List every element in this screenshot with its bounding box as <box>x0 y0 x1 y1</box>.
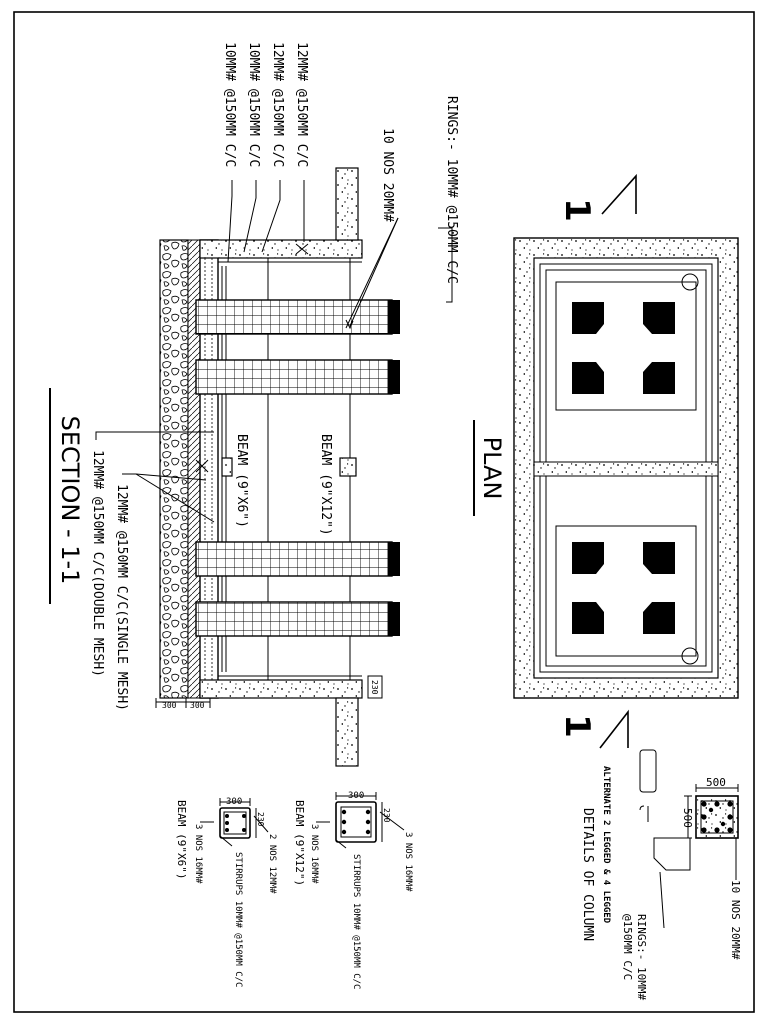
beam-small-dim-w: 300 <box>226 797 242 807</box>
plan-footing-top <box>555 281 697 411</box>
beam-small-title: BEAM (9"X6") <box>175 800 188 879</box>
column-detail: 500 500 10 NOS 20MM# RINGS:- 10MM# @150M… <box>580 749 742 1000</box>
column-detail-title: DETAILS OF COLUMN <box>580 808 595 941</box>
note-bars-20mm: 10 NOS 20MM# <box>380 128 395 222</box>
beam-detail-large: 300 230 3 NOS 16MM# 3 NOS 16MM# STIRRUPS… <box>293 791 413 989</box>
beam-detail-small: 300 230 2 NOS 12MM# 3 NOS 16MM# STIRRUPS… <box>175 797 277 987</box>
plan-footing-bottom <box>555 525 697 657</box>
note-double-mesh: 12MM# @150MM C/C(DOUBLE MESH) <box>90 450 105 677</box>
column-above-top <box>335 167 359 241</box>
dim-300-a: 300 <box>162 701 177 710</box>
column-dim-h: 500 <box>681 808 694 828</box>
note-12mm-b: 12MM# @150MM C/C <box>270 42 285 167</box>
svg-text:1: 1 <box>557 198 597 222</box>
section-view: SECTION - 1-1 BEAM (9"X12") BEAM (9"X6")… <box>49 42 459 767</box>
plan-center-beam <box>533 461 719 477</box>
beam-large-title: BEAM (9"X12") <box>293 800 306 886</box>
ring-shape-4legged <box>653 837 691 871</box>
section-marker-bottom: 1 <box>557 709 629 749</box>
beam-small-bottom-bars: 3 NOS 16MM# <box>193 824 203 884</box>
section-wall-top <box>199 239 363 259</box>
beam-large-dim-h: 230 <box>382 808 391 823</box>
beam-large-bottom-bars: 3 NOS 16MM# <box>309 824 319 884</box>
beam-section-small <box>221 457 233 477</box>
column-stub-3 <box>195 541 393 577</box>
plan-title: PLAN <box>478 437 506 500</box>
rings-note-2: @150MM C/C <box>621 914 634 980</box>
column-stub-1 <box>195 299 393 335</box>
beam-label-large: BEAM (9"X12") <box>318 434 333 536</box>
column-dim-w: 500 <box>706 776 726 789</box>
column-stub-4 <box>195 601 393 637</box>
beam-section-large <box>339 457 357 477</box>
section-wall-bottom <box>199 679 363 699</box>
column-above-bottom <box>335 697 359 767</box>
ring-shape-2legged <box>639 749 657 793</box>
note-single-mesh: 12MM# @150MM C/C(SINGLE MESH) <box>114 484 129 711</box>
rings-note-1: RINGS:- 10MM# <box>635 914 648 1000</box>
note-12mm-a: 12MM# @150MM C/C <box>294 42 309 167</box>
note-10mm-a: 10MM# @150MM C/C <box>246 42 261 167</box>
beam-large-dim-w: 300 <box>348 791 364 801</box>
sheet-border <box>13 11 755 1013</box>
beam-large-top-bars: 3 NOS 16MM# <box>403 832 413 892</box>
alt-legged-note: ALTERNATE 2 LEGGED & 4 LEGGED <box>601 766 611 924</box>
section-title: SECTION - 1-1 <box>56 416 84 585</box>
beam-small-dim-h: 230 <box>256 812 265 827</box>
svg-text:1: 1 <box>557 714 597 738</box>
dim-230: 230 <box>370 680 379 695</box>
beam-large-stirrups: STIRRUPS 10MM# @150MM C/C <box>351 854 361 989</box>
column-stub-2 <box>195 359 393 395</box>
note-10mm-b: 10MM# @150MM C/C <box>222 42 237 167</box>
note-rings: RINGS:- 10MM# @150MM C/C <box>444 96 459 284</box>
plan-view: PLAN 1 1 <box>473 173 739 749</box>
column-bars-note: 10 NOS 20MM# <box>729 880 742 960</box>
dim-300-b: 300 <box>190 701 205 710</box>
rubble-soling <box>159 239 189 699</box>
ring-shape-hook <box>639 805 649 822</box>
beam-label-small: BEAM (9"X6") <box>234 434 249 528</box>
section-marker-top: 1 <box>557 173 637 222</box>
beam-small-top-bars: 2 NOS 12MM# <box>267 834 277 894</box>
beam-small-stirrups: STIRRUPS 10MM# @150MM C/C <box>233 852 243 987</box>
